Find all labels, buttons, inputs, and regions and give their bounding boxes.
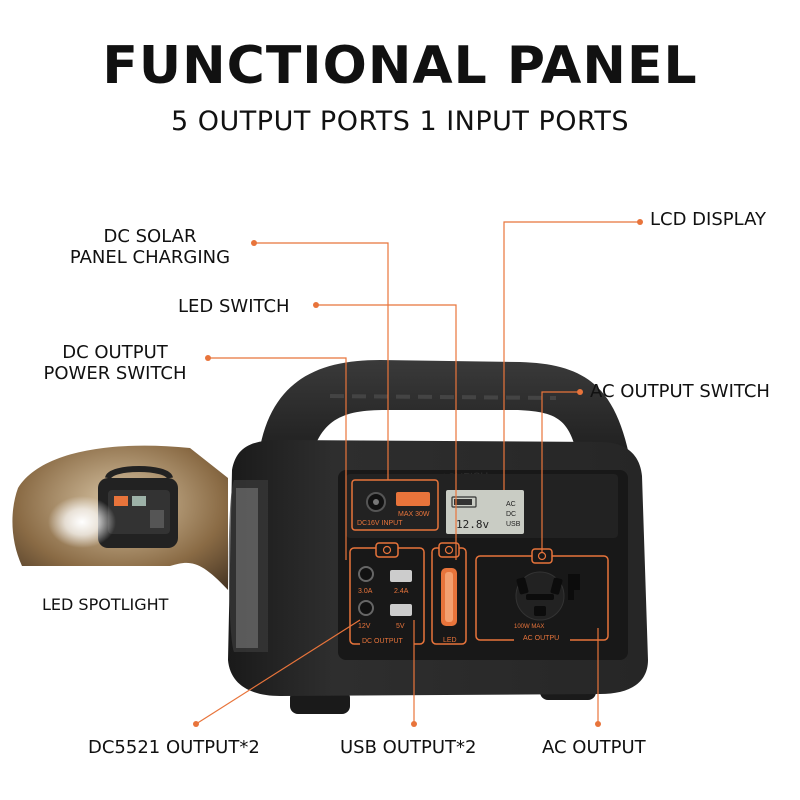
ac-output-block: 100W MAX AC OUTPU [475, 548, 609, 642]
callout-led-spotlight: LED SPOTLIGHT [42, 595, 169, 614]
svg-text:2.4A: 2.4A [394, 588, 409, 595]
svg-text:12.8v: 12.8v [456, 518, 489, 531]
leader-led-switch [316, 304, 457, 560]
svg-text:AC: AC [506, 501, 516, 508]
callout-dc-solar: DC SOLAR PANEL CHARGING [69, 226, 231, 268]
svg-text:12V: 12V [358, 623, 371, 630]
callout-dc5521-output: DC5521 OUTPUT*2 [88, 737, 260, 758]
leader-dc-solar [254, 242, 389, 480]
leader-lcd [503, 221, 640, 490]
dc-input-port: MAX 30W DC16V INPUT [351, 479, 439, 531]
svg-text:5V: 5V [396, 623, 405, 630]
svg-text:MAX 30W: MAX 30W [398, 511, 430, 518]
spotlight-inset-photo [12, 445, 228, 590]
leader-dc5521 [195, 619, 361, 725]
svg-text:LED: LED [443, 637, 457, 644]
leader-ac-switch [541, 391, 580, 552]
callout-ac-output-switch: AC OUTPUT SWITCH [590, 381, 770, 402]
foot-left [290, 690, 350, 714]
callout-lines [195, 221, 640, 725]
callout-lcd-display: LCD DISPLAY [650, 209, 766, 230]
svg-text:DC16V INPUT: DC16V INPUT [357, 520, 403, 527]
callout-dc-output-switch: DC OUTPUT POWER SWITCH [43, 342, 187, 384]
svg-text:AC OUTPU: AC OUTPU [523, 635, 559, 642]
callout-dots [193, 219, 643, 727]
svg-text:USB: USB [506, 521, 521, 528]
page-subtitle: 5 OUTPUT PORTS 1 INPUT PORTS [171, 106, 629, 137]
led-switch-block: LED [431, 542, 467, 645]
dc-output-block: 3.0A 2.4A 12V 5V DC OUTPUT [349, 542, 425, 645]
leader-dc-output-switch [208, 357, 347, 560]
callout-usb-output: USB OUTPUT*2 [340, 737, 477, 758]
callout-ac-output: AC OUTPUT [542, 737, 646, 758]
svg-text:DC: DC [506, 511, 516, 518]
carry-handle [258, 360, 632, 470]
svg-text:3.0A: 3.0A [358, 588, 373, 595]
lcd-screen: 12.8v AC DC USB [446, 490, 524, 534]
svg-text:DC OUTPUT: DC OUTPUT [362, 638, 404, 645]
callout-led-switch: LED SWITCH [178, 296, 290, 317]
svg-text:100W MAX: 100W MAX [514, 624, 544, 630]
page-title: FUNCTIONAL PANEL [102, 36, 698, 96]
